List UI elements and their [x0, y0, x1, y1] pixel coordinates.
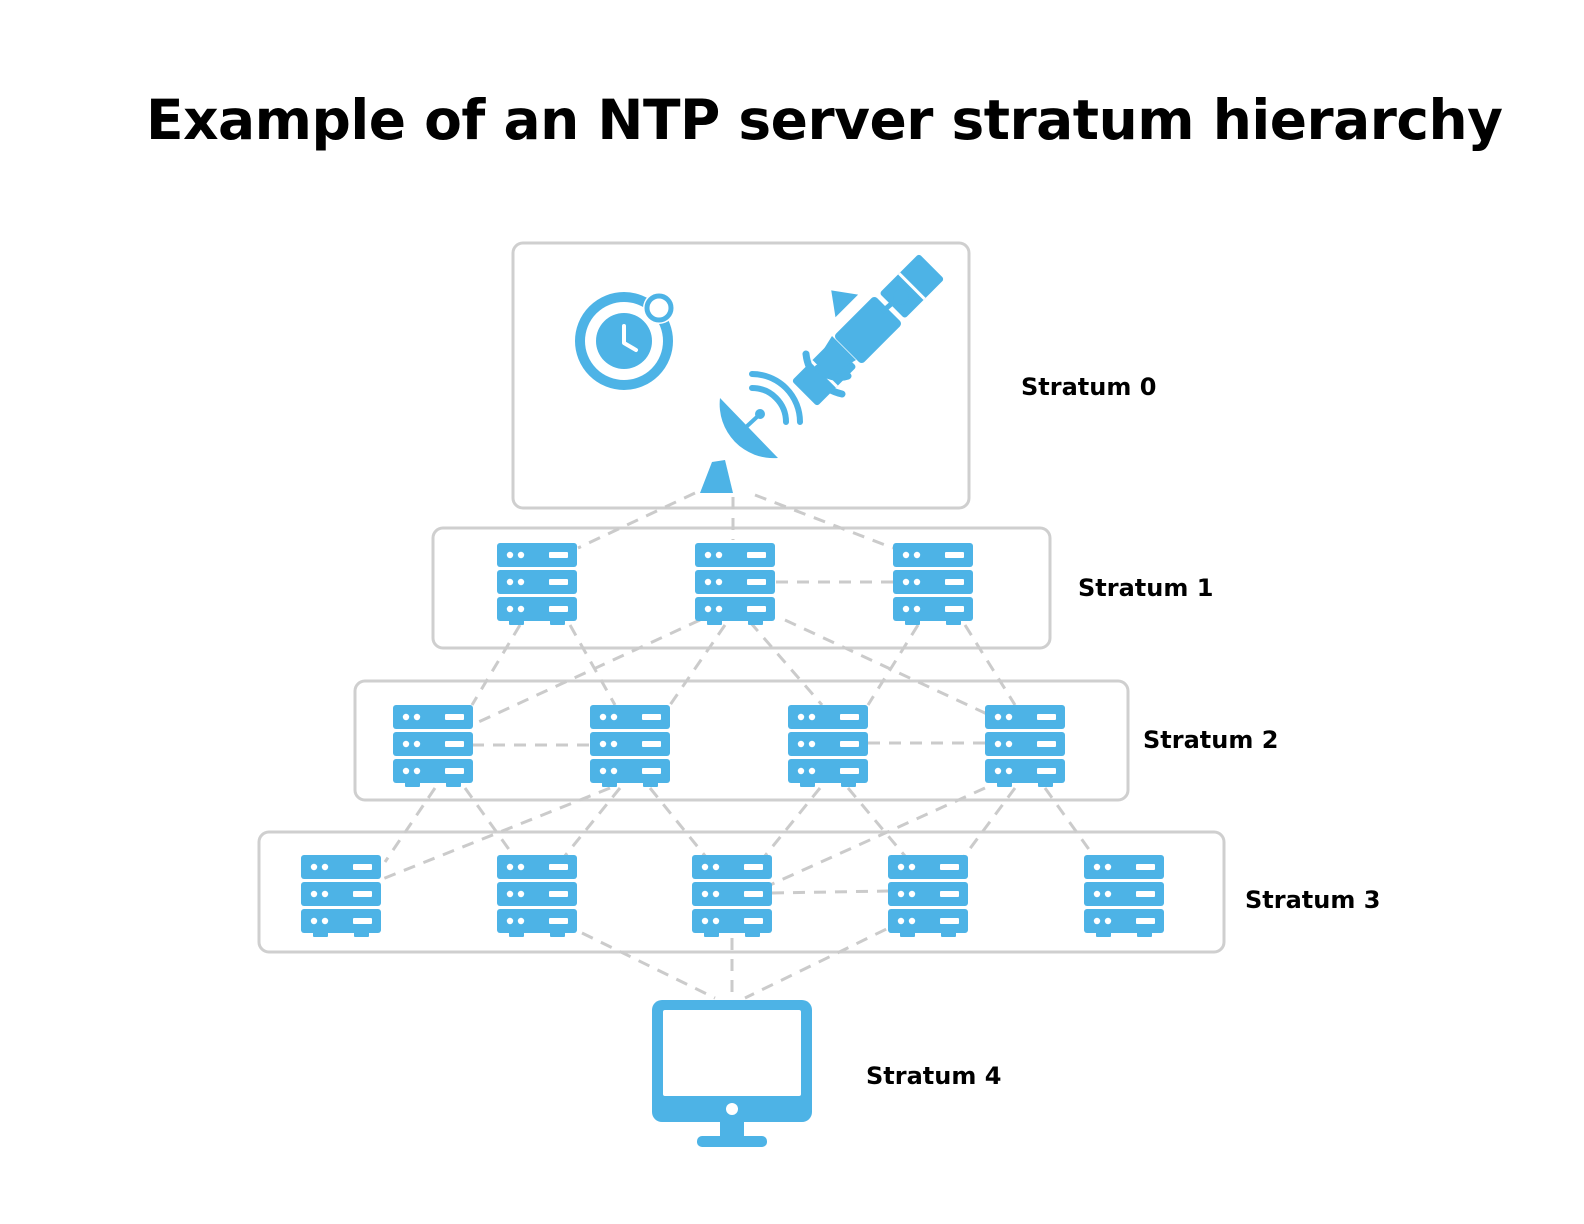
- stratum-0-box: [511, 241, 971, 510]
- server-icon: [497, 543, 577, 625]
- server-icon: [695, 543, 775, 625]
- stratum-4-label: Stratum 4: [866, 1062, 1001, 1090]
- server-icon: [497, 855, 577, 937]
- server-icon: [301, 855, 381, 937]
- diagram-title: Example of an NTP server stratum hierarc…: [146, 88, 1503, 152]
- server-icon: [1084, 855, 1164, 937]
- stratum-1-servers: [497, 543, 973, 625]
- atomic-clock-icon: [575, 292, 675, 390]
- stratum-1-label: Stratum 1: [1078, 574, 1213, 602]
- stratum-2-label: Stratum 2: [1143, 726, 1278, 754]
- server-icon: [985, 705, 1065, 787]
- stratum-0-label: Stratum 0: [1021, 373, 1156, 401]
- server-icon: [893, 543, 973, 625]
- stratum-3-label: Stratum 3: [1245, 886, 1380, 914]
- stratum-2-box: [353, 679, 1130, 802]
- satellite-dish-icon: [700, 371, 803, 493]
- satellite-icon: [792, 254, 944, 406]
- server-icon: [788, 705, 868, 787]
- connection-lines: [379, 491, 1100, 1000]
- computer-monitor-icon: [652, 1000, 812, 1147]
- server-icon: [692, 855, 772, 937]
- server-icon: [393, 705, 473, 787]
- server-icon: [590, 705, 670, 787]
- server-icon: [888, 855, 968, 937]
